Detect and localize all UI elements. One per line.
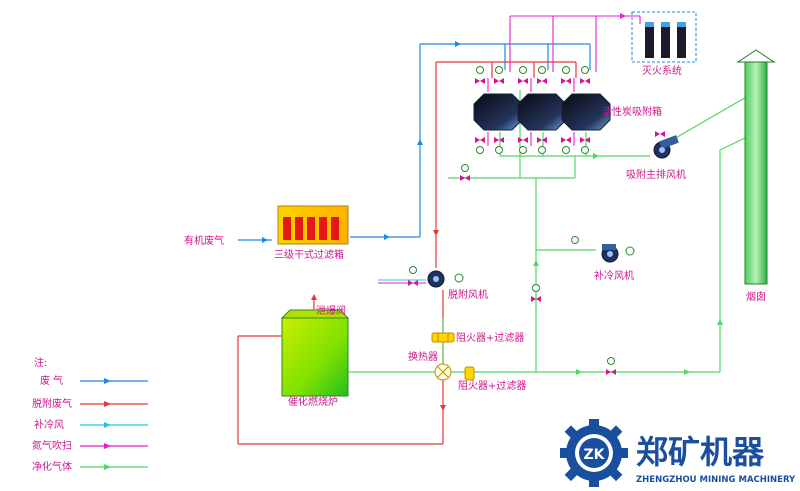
three-stage-filter-box: [277, 205, 349, 245]
chimney: [736, 49, 776, 285]
label-heat-exchanger: 换热器: [408, 350, 438, 363]
legend-label-cool-air: 补冷风: [34, 418, 64, 431]
supplementary-fan: [601, 244, 635, 263]
main-exhaust-fan: [653, 135, 679, 159]
label-desorb-fan: 脱附风机: [448, 288, 488, 301]
label-flame-filter-1: 阻火器+过滤器: [456, 331, 524, 344]
company-logo: ZK 郑矿机器 ZHENGZHOU MINING MACHINERY: [560, 419, 796, 487]
clean-gas-pipes: [348, 90, 749, 375]
legend-label-desorb-gas: 脱附废气: [32, 397, 72, 410]
label-organic-gas: 有机废气: [184, 234, 224, 247]
catalytic-furnace: [280, 309, 350, 397]
logo-name-cn: 郑矿机器: [636, 433, 765, 471]
legend-label-clean-gas: 净化气体: [32, 460, 72, 473]
label-fire-system: 灭火系统: [642, 64, 682, 77]
flame-arrester-1: [431, 332, 455, 343]
logo-name-en: ZHENGZHOU MINING MACHINERY: [636, 475, 796, 485]
label-explosion-valve: 泄爆阀: [316, 304, 346, 317]
gear-icon: [560, 419, 628, 487]
label-flame-filter-2: 阻火器+过滤器: [458, 379, 526, 392]
label-furnace: 催化燃烧炉: [288, 395, 338, 408]
fire-system-cabinet: [631, 11, 697, 63]
motor-markers: [409, 66, 615, 365]
legend-label-waste-gas: 废 气: [40, 374, 63, 387]
logo-mark: ZK: [584, 447, 606, 463]
carbon-adsorption-boxes: [473, 93, 611, 131]
flame-arrester-2: [464, 366, 475, 381]
desorption-fan: [427, 270, 464, 288]
label-main-fan: 吸附主排风机: [626, 168, 686, 181]
label-filter-box: 三级干式过滤箱: [274, 248, 344, 261]
nitrogen-pipes: [378, 13, 641, 306]
heat-exchanger: [434, 363, 452, 381]
label-carbon-box: 活性炭吸附箱: [602, 105, 662, 118]
legend: 注: 废 气 脱附废气 补冷风 氮气吹扫 净化气体: [32, 356, 148, 473]
label-chimney: 烟囱: [746, 290, 766, 303]
waste-gas-pipes: [238, 41, 591, 243]
legend-label-nitrogen: 氮气吹扫: [32, 439, 72, 452]
valves: [408, 78, 665, 375]
label-supp-fan: 补冷风机: [594, 269, 634, 282]
legend-title: 注:: [34, 356, 47, 369]
